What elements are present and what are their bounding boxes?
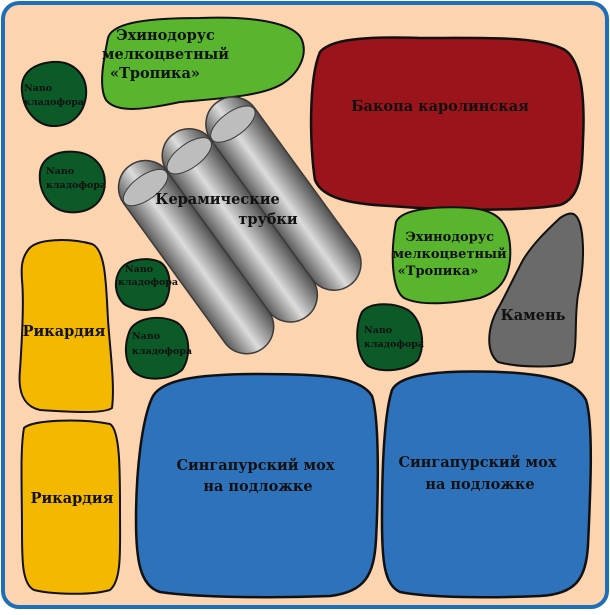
- nano-kladofora-3: [114, 258, 171, 311]
- ricardia-1-label-line-1: Рикардия: [23, 323, 106, 340]
- nano-5-label-line-2: кладофора: [364, 339, 424, 350]
- moss-1-label: Сингапурский мох на подложке: [176, 457, 339, 495]
- echinodorus-plant-1: [101, 16, 305, 110]
- stone-label: Камень: [501, 307, 566, 324]
- echinodorus-plant-2: [391, 206, 512, 305]
- bacopa-label-line-1: Бакопа каролинская: [351, 98, 529, 115]
- tubes-label-line-2: трубки: [238, 211, 298, 228]
- stone-label-line-1: Камень: [501, 307, 566, 324]
- nano-1-label: Nano кладофора: [24, 83, 84, 108]
- nano-3-label-line-2: кладофора: [118, 277, 178, 288]
- bacopa-label: Бакопа каролинская: [351, 98, 529, 115]
- ceramic-tube-1-end: [122, 168, 169, 207]
- nano-3-label: Nano кладофора: [118, 264, 178, 288]
- ricardia-plant-2: [20, 419, 122, 595]
- nano-2-label: Nano кладофора: [46, 166, 106, 191]
- nano-1-label-line-2: кладофора: [24, 97, 84, 108]
- singapore-moss-2: [380, 370, 593, 599]
- echinodorus-1-label-line-1: Эхинодорус: [116, 27, 215, 44]
- bacopa-plant: [309, 36, 585, 211]
- nano-4-label-line-2: кладофора: [132, 346, 192, 357]
- nano-kladofora-4: [124, 316, 190, 380]
- ceramic-tubes: [117, 96, 362, 355]
- nano-3-label-line-1: Nano: [125, 264, 153, 275]
- echinodorus-1-label-line-3: «Тропика»: [110, 65, 200, 82]
- ricardia-2-label-line-1: Рикардия: [31, 490, 114, 507]
- moss-2-label-line-1: Сингапурский мох: [398, 454, 556, 471]
- nano-kladofora-1: [20, 60, 88, 128]
- ricardia-plant-1: [18, 239, 114, 413]
- nano-kladofora-2: [38, 150, 106, 214]
- ceramic-tube-3-end: [210, 105, 256, 143]
- singapore-moss-1: [134, 372, 380, 599]
- moss-2-label: Сингапурский мох на подложке: [398, 454, 561, 493]
- ricardia-2-label: Рикардия: [31, 490, 114, 507]
- nano-kladofora-5: [356, 303, 424, 372]
- echinodorus-1-label-line-2: мелкоцветный: [102, 46, 229, 63]
- nano-5-label-line-1: Nano: [364, 325, 392, 336]
- tubes-label: Керамические трубки: [155, 191, 298, 228]
- echinodorus-2-label-line-2: мелкоцветный: [393, 247, 507, 262]
- ceramic-tube-2-end: [166, 137, 212, 175]
- nano-4-label-line-1: Nano: [132, 331, 160, 342]
- nano-4-label: Nano кладофора: [132, 331, 192, 357]
- nano-2-label-line-1: Nano: [46, 166, 74, 177]
- echinodorus-2-label-line-1: Эхинодорус: [405, 230, 494, 245]
- stone-rock: [488, 212, 584, 368]
- ricardia-1-label: Рикардия: [23, 323, 106, 340]
- echinodorus-2-label-line-3: «Тропика»: [398, 264, 479, 279]
- moss-1-label-line-2: на подложке: [203, 478, 312, 495]
- moss-1-label-line-1: Сингапурский мох: [176, 457, 334, 474]
- moss-2-label-line-2: на подложке: [425, 476, 534, 493]
- tubes-label-line-1: Керамические: [155, 191, 279, 208]
- nano-2-label-line-2: кладофора: [46, 180, 106, 191]
- nano-1-label-line-1: Nano: [24, 83, 52, 94]
- echinodorus-1-label: Эхинодорус мелкоцветный «Тропика»: [102, 27, 234, 82]
- ceramic-tube-3: [205, 96, 362, 291]
- echinodorus-2-label: Эхинодорус мелкоцветный «Тропика»: [393, 230, 511, 279]
- nano-5-label: Nano кладофора: [364, 325, 424, 350]
